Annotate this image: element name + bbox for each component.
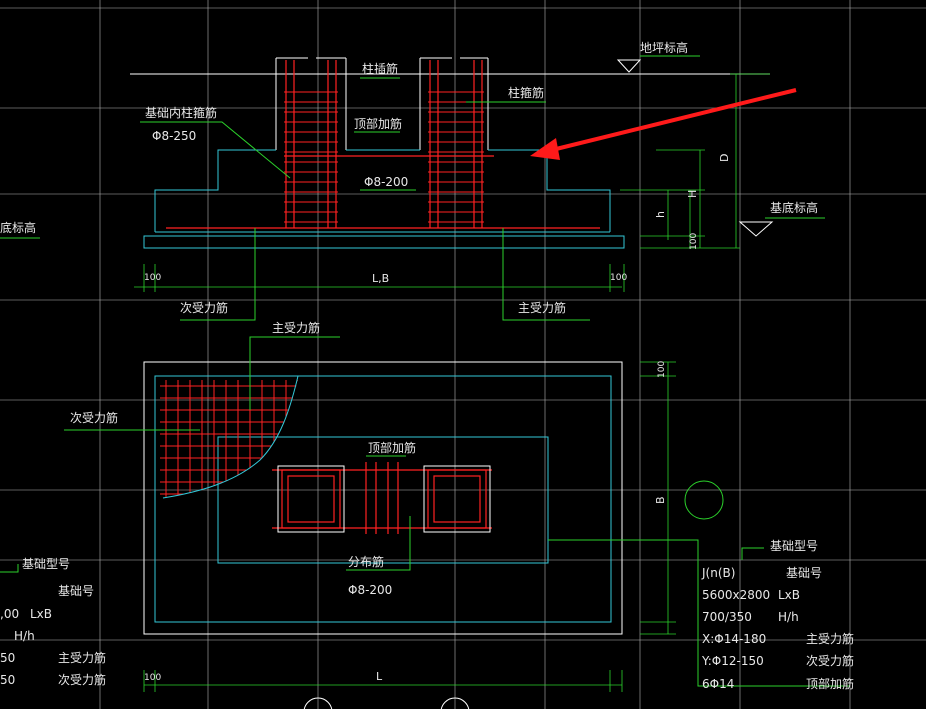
dim-h: h xyxy=(654,211,667,218)
plan-dimensions xyxy=(143,361,676,692)
section-view: 地坪标高 柱插筋 柱箍筋 基础内柱箍筋 Φ8-250 顶部加筋 Φ8-200 基… xyxy=(0,40,825,321)
plan-main-rebar-label: 主受力筋 xyxy=(272,320,320,335)
dim-LB: L,B xyxy=(372,272,389,285)
left-legend-number-label: 基础号 xyxy=(58,584,94,598)
base-level-symbol xyxy=(738,221,774,237)
column-stirrups xyxy=(284,91,484,223)
axis-bubble-bottom-2 xyxy=(440,697,470,709)
column-outlines xyxy=(275,57,489,150)
dim-H: H xyxy=(686,190,699,198)
column-plan-rebar xyxy=(272,462,492,534)
left-legend-x-value: 50 xyxy=(0,651,15,665)
left-legend-size-value: ,00 xyxy=(0,607,19,621)
legend-x-rebar-value: X:Φ14-180 xyxy=(702,632,766,646)
plan-secondary-rebar-label: 次受力筋 xyxy=(70,410,118,425)
mesh-break-line xyxy=(162,375,299,499)
column-stirrup-label: 柱箍筋 xyxy=(508,85,544,100)
plan-distribution-rebar-spec: Φ8-200 xyxy=(348,583,392,597)
legend-left: 基础型号 基础号 ,00 LxB H/h 50 主受力筋 50 次受力筋 xyxy=(0,557,106,687)
legend-top-rebar-label: 顶部加筋 xyxy=(806,676,854,691)
legend-size-label: LxB xyxy=(778,588,800,602)
column-plan-outlines xyxy=(277,465,491,533)
axis-bubble-bottom-1 xyxy=(303,697,333,709)
foundation-outline xyxy=(154,149,611,232)
plan-dim-B: B xyxy=(654,496,667,504)
finished-floor-label: 地坪标高 xyxy=(640,40,688,55)
plan-distribution-rebar-label: 分布筋 xyxy=(348,554,384,569)
plan-dim-L: L xyxy=(376,670,383,683)
left-cut-level-label: 底标高 xyxy=(0,220,36,235)
dim-D: D xyxy=(718,154,731,162)
plan-step-outline xyxy=(217,436,549,564)
plan-dim-100-bottom-left: 100 xyxy=(144,673,161,683)
vertical-dimensions xyxy=(620,73,770,249)
dim-100-right: 100 xyxy=(610,273,627,283)
left-legend-size-label: LxB xyxy=(30,607,52,621)
axis-bubble xyxy=(684,480,724,520)
legend-number-label: 基础号 xyxy=(786,566,822,580)
left-legend-x-label: 主受力筋 xyxy=(58,650,106,665)
top-rebar-spec: Φ8-200 xyxy=(364,175,408,189)
plan-foundation-outline xyxy=(154,375,612,623)
plan-dim-100-top: 100 xyxy=(657,361,667,378)
column-rebar-label: 柱插筋 xyxy=(362,61,398,76)
legend-y-rebar-label: 次受力筋 xyxy=(806,653,854,668)
section-leaders xyxy=(0,55,825,321)
left-legend-type-label: 基础型号 xyxy=(22,557,70,571)
left-legend-y-value: 50 xyxy=(0,673,15,687)
legend-right: 基础型号 J(n(B) 基础号 5600x2800 LxB 700/350 H/… xyxy=(701,539,854,691)
main-rebar-label: 主受力筋 xyxy=(518,300,566,315)
legend-x-rebar-label: 主受力筋 xyxy=(806,631,854,646)
legend-height-label: H/h xyxy=(778,610,799,624)
dim-100-left: 100 xyxy=(144,273,161,283)
horizontal-dimension xyxy=(134,264,625,292)
legend-size-value: 5600x2800 xyxy=(702,588,770,602)
red-pointer-arrow xyxy=(530,88,797,160)
section-rebar xyxy=(166,60,600,229)
left-legend-y-label: 次受力筋 xyxy=(58,672,106,687)
dim-100-side: 100 xyxy=(689,233,699,250)
secondary-rebar-label: 次受力筋 xyxy=(180,300,228,315)
foundation-stirrup-spec: Φ8-250 xyxy=(152,129,196,143)
legend-type-label: 基础型号 xyxy=(770,539,818,553)
plan-top-rebar-label: 顶部加筋 xyxy=(368,440,416,455)
foundation-stirrup-label: 基础内柱箍筋 xyxy=(145,105,217,120)
floor-level-symbol xyxy=(616,59,642,73)
plan-outer-outline xyxy=(143,361,623,635)
legend-height-value: 700/350 xyxy=(702,610,752,624)
left-legend-height-label: H/h xyxy=(14,629,35,643)
plan-view: 主受力筋 次受力筋 顶部加筋 分布筋 Φ8-200 100 100 B L xyxy=(64,320,850,709)
legend-type-value: J(n(B) xyxy=(701,566,735,580)
plan-leaders xyxy=(64,336,850,687)
blinding-layer xyxy=(143,235,625,249)
base-level-label: 基底标高 xyxy=(770,200,818,215)
legend-top-rebar-value: 6Φ14 xyxy=(702,677,734,691)
legend-y-rebar-value: Y:Φ12-150 xyxy=(701,654,764,668)
top-rebar-label: 顶部加筋 xyxy=(354,116,402,131)
